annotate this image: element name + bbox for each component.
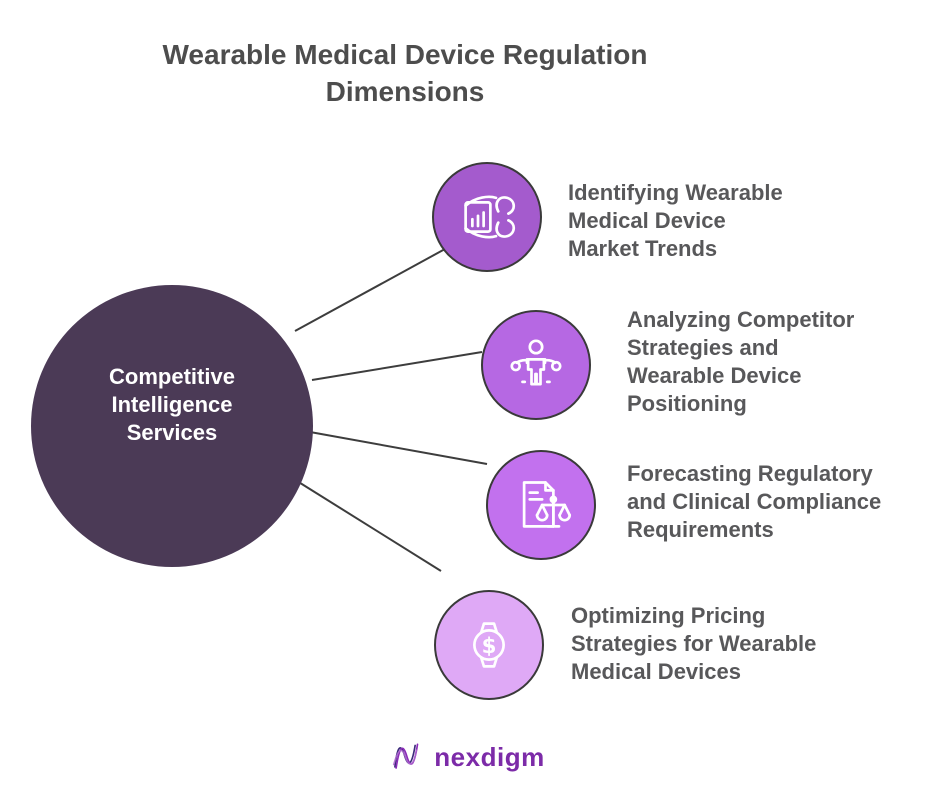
node-circle-market-trends (432, 162, 542, 272)
node-label-competitor-strategies: Analyzing Competitor Strategies and Wear… (627, 307, 855, 416)
nexdigm-wave-icon (391, 736, 425, 779)
node-label-pricing-strategies: Optimizing Pricing Strategies for Wearab… (571, 603, 817, 684)
svg-text:$: $ (482, 634, 497, 659)
node-circle-competitor-strategies (481, 310, 591, 420)
node-label-market-trends: Identifying Wearable Medical Device Mark… (568, 180, 783, 261)
node-circle-regulatory-compliance (486, 450, 596, 560)
page-title: Wearable Medical Device Regulation Dimen… (162, 39, 648, 107)
document-scales-icon (522, 481, 572, 528)
footer-logo: nexdigm (0, 736, 936, 779)
center-node: Competitive Intelligence Services (31, 285, 313, 567)
connector-line-2 (311, 351, 483, 381)
connector-line-3 (309, 431, 488, 465)
watch-dollar-icon: $ (473, 622, 505, 668)
wearable-band-chart-icon (464, 195, 516, 239)
node-circle-pricing-strategies: $ (434, 590, 544, 700)
center-node-label: Competitive Intelligence Services (109, 364, 235, 445)
competitor-person-network-icon (510, 339, 562, 386)
connector-line-4 (296, 480, 442, 572)
connector-line-1 (294, 248, 446, 332)
node-label-regulatory-compliance: Forecasting Regulatory and Clinical Comp… (627, 461, 882, 542)
brand-text: nexdigm (434, 742, 545, 772)
